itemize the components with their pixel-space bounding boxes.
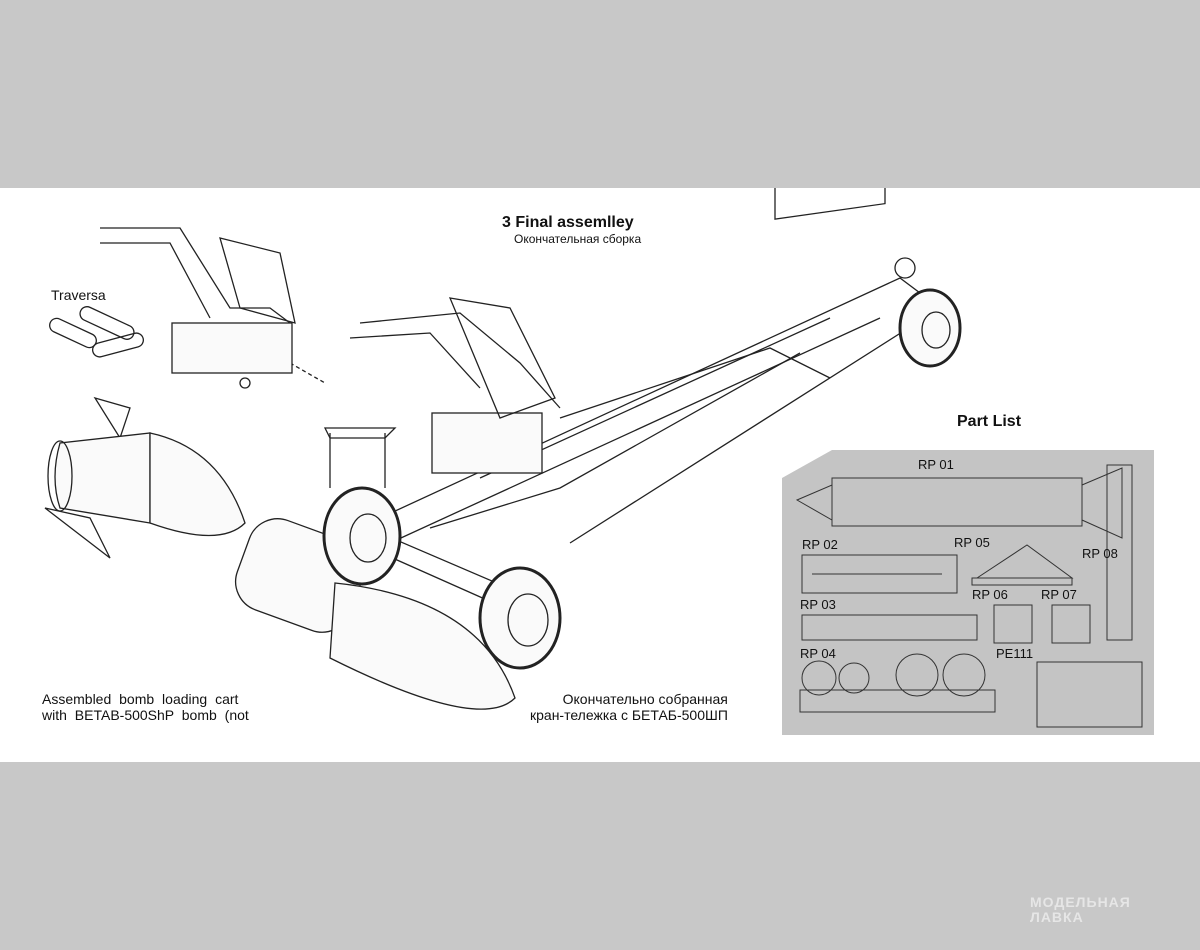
caption-ru-line: кран-тележка с БЕТАБ-500ШП bbox=[530, 707, 728, 723]
cart-wheels bbox=[322, 257, 962, 670]
assembly-drawing bbox=[44, 188, 962, 710]
traversa-label: Traversa bbox=[51, 287, 106, 303]
caption-en-line: with BETAB-500ShP bomb (not bbox=[42, 707, 249, 723]
rp07-part bbox=[1051, 604, 1091, 644]
part-list-drawings bbox=[782, 450, 1154, 735]
part-list-panel: RP 01 RP 02 RP 03 RP 04 RP 05 RP 06 RP 0… bbox=[782, 450, 1154, 735]
part-label-rp01: RP 01 bbox=[918, 457, 954, 472]
rp01-frame bbox=[795, 467, 1123, 539]
caption-ru-line: Окончательно собранная bbox=[562, 691, 728, 707]
rp03-beam bbox=[801, 614, 978, 641]
page-subtitle: Окончательная сборка bbox=[514, 232, 642, 246]
rp06-part bbox=[993, 604, 1033, 644]
instruction-sheet: 3 Final assemlley Окончательная сборка T… bbox=[0, 188, 1200, 762]
watermark-logo: МОДЕЛЬНАЯ ЛАВКА bbox=[1030, 895, 1131, 925]
caption-english: Assembled bomb loading cart with BETAB-5… bbox=[42, 691, 249, 723]
caption-russian: Окончательно собранная кран-тележка с БЕ… bbox=[530, 691, 728, 723]
part-label-rp04: RP 04 bbox=[800, 646, 836, 661]
page-title: 3 Final assemlley bbox=[502, 214, 634, 231]
part-label-pe111: PE111 bbox=[996, 646, 1034, 661]
part-label-rp06: RP 06 bbox=[972, 587, 1008, 602]
part-list-title: Part List bbox=[957, 413, 1022, 430]
part-label-rp08: RP 08 bbox=[1082, 546, 1118, 561]
loading-cart bbox=[323, 188, 942, 609]
traversa-parts bbox=[49, 306, 326, 384]
part-label-rp05: RP 05 bbox=[954, 535, 990, 550]
part-label-rp03: RP 03 bbox=[800, 597, 836, 612]
watermark-line: МОДЕЛЬНАЯ bbox=[1030, 894, 1131, 910]
rp08-part bbox=[1106, 464, 1133, 641]
hoist-exploded bbox=[100, 227, 296, 389]
pe111-fret bbox=[1036, 661, 1143, 728]
rp04-wheels bbox=[799, 653, 996, 713]
part-label-rp07: RP 07 bbox=[1041, 587, 1077, 602]
rp02-sprue bbox=[801, 554, 958, 594]
bomb bbox=[44, 396, 516, 710]
watermark-line: ЛАВКА bbox=[1030, 909, 1084, 925]
part-label-rp02: RP 02 bbox=[802, 537, 838, 552]
caption-en-line: Assembled bomb loading cart bbox=[42, 691, 239, 707]
